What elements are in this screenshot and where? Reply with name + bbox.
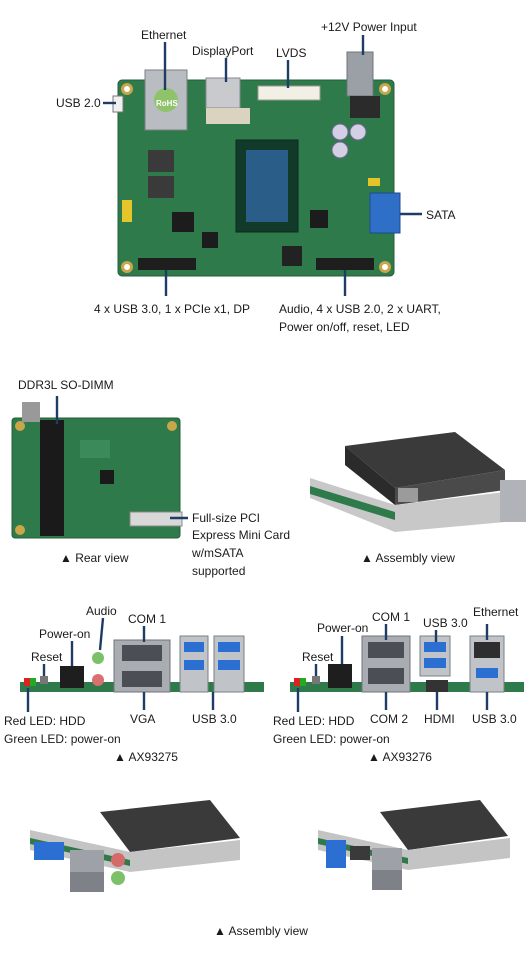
label-sata: SATA	[426, 208, 456, 222]
label-conn-left: 4 x USB 3.0, 1 x PCIe x1, DP	[94, 302, 251, 316]
leader-ax1-audio	[98, 617, 105, 651]
label-ax2-usb-bottom: USB 3.0	[472, 712, 517, 726]
rohs-mark: RoHS	[156, 99, 178, 108]
caption-ax93276: ▲ AX93276	[368, 750, 432, 764]
label-ax1-power: Power-on	[39, 627, 91, 641]
label-ax1-com1: COM 1	[128, 612, 167, 626]
label-ax1-reset: Reset	[31, 650, 63, 664]
label-ax2-ethernet: Ethernet	[473, 605, 519, 619]
label-conn-right-2: Power on/off, reset, LED	[279, 320, 410, 334]
label-usb20: USB 2.0	[56, 96, 101, 110]
label-ax2-power: Power-on	[317, 621, 369, 635]
label-ax2-usb-top: USB 3.0	[423, 616, 468, 630]
caption-ax93275: ▲ AX93275	[114, 750, 178, 764]
label-ax1-audio: Audio	[86, 604, 117, 618]
label-displayport: DisplayPort	[192, 44, 254, 58]
label-ax1-usb30: USB 3.0	[192, 712, 237, 726]
label-ax2-com1: COM 1	[372, 610, 411, 624]
label-ax2-led-green: Green LED: power-on	[273, 732, 390, 746]
label-ax2-reset: Reset	[302, 650, 334, 664]
caption-assembly-top: ▲ Assembly view	[361, 551, 455, 565]
label-pci-2: Express Mini Card	[192, 528, 291, 542]
label-ax2-hdmi: HDMI	[424, 712, 455, 726]
assembly-bottom-left	[30, 800, 240, 892]
assembly-top-image	[310, 432, 526, 532]
caption-rear-view: ▲ Rear view	[60, 551, 129, 565]
top-board	[112, 51, 401, 277]
assembly-bottom-right	[318, 800, 510, 890]
rear-board	[11, 402, 183, 539]
ax93275-panel	[20, 635, 264, 693]
label-ax2-com2: COM 2	[370, 712, 409, 726]
label-lvds: LVDS	[276, 46, 307, 60]
label-ax1-led-red: Red LED: HDD	[4, 714, 86, 728]
label-pci-1: Full-size PCI	[192, 511, 261, 525]
label-dimm: DDR3L SO-DIMM	[18, 378, 114, 392]
label-ethernet: Ethernet	[141, 28, 187, 42]
ax93276-panel	[290, 635, 524, 693]
label-conn-right-1: Audio, 4 x USB 2.0, 2 x UART,	[279, 302, 441, 316]
label-ax1-led-green: Green LED: power-on	[4, 732, 121, 746]
label-power-input: +12V Power Input	[321, 20, 417, 34]
label-pci-3: w/mSATA	[192, 546, 244, 560]
label-ax1-vga: VGA	[130, 712, 156, 726]
label-ax2-led-red: Red LED: HDD	[273, 714, 355, 728]
label-pci-4: supported	[192, 564, 246, 578]
caption-assembly-bottom: ▲ Assembly view	[214, 924, 308, 938]
